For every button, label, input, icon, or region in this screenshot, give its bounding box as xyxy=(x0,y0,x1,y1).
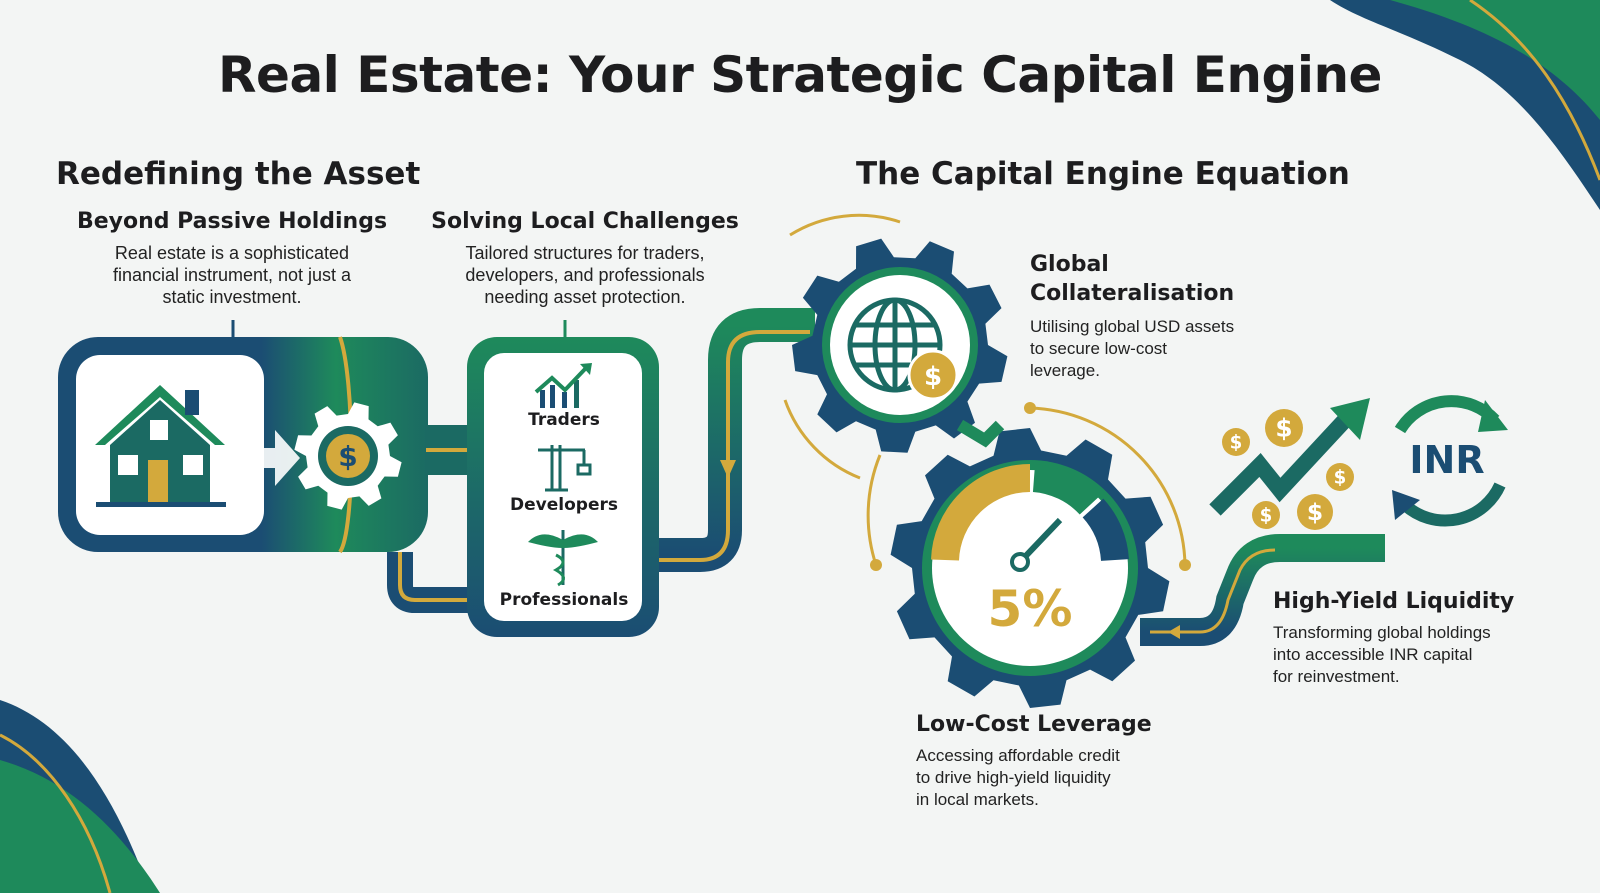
desc-line: developers, and professionals xyxy=(465,265,705,285)
coin xyxy=(1265,409,1303,447)
svg-text:$: $ xyxy=(924,362,942,392)
svg-text:$: $ xyxy=(338,440,357,473)
card-title: Beyond Passive Holdings xyxy=(76,209,388,234)
caduceus-icon xyxy=(528,530,598,587)
desc-line: Transforming global holdings xyxy=(1273,623,1491,642)
corner-wave-top-right xyxy=(1330,0,1600,210)
coin xyxy=(1326,463,1354,491)
segment-traders: Traders xyxy=(528,410,600,430)
desc-line: static investment. xyxy=(162,287,302,307)
inr-cycle-icon xyxy=(1392,395,1508,527)
card-title: Solving Local Challenges xyxy=(431,209,739,234)
block-title: Low-Cost Leverage xyxy=(916,712,1152,737)
arrow-right-icon xyxy=(218,430,300,486)
desc-line: Real estate is a sophisticated xyxy=(114,243,350,263)
gear-link xyxy=(956,419,1005,448)
segments-panel xyxy=(467,337,659,637)
dollar-sign-icon: $ xyxy=(1334,467,1347,488)
dollar-coin-icon xyxy=(907,349,959,401)
desc-line: in local markets. xyxy=(916,790,1039,809)
dollar-sign-icon: $ xyxy=(1230,432,1243,453)
section-heading-engine: The Capital Engine Equation xyxy=(856,156,1350,192)
segment-professionals: Professionals xyxy=(499,590,629,610)
dollar-coins-icon: $ $ $ $ $ xyxy=(1222,409,1354,530)
card-desc: Real estate is a sophisticated financial… xyxy=(47,242,417,308)
coin xyxy=(1297,494,1333,530)
global-gear: $ xyxy=(783,213,1008,480)
block-desc: Utilising global USD assets to secure lo… xyxy=(1030,316,1234,382)
liquidity-pipe xyxy=(1140,534,1385,646)
desc-line: Utilising global USD assets xyxy=(1030,317,1235,336)
desc-line: to drive high-yield liquidity xyxy=(916,768,1111,787)
desc-line: needing asset protection. xyxy=(484,287,686,307)
dollar-sign-icon: $ xyxy=(1260,505,1273,526)
desc-line: Accessing affordable credit xyxy=(916,746,1120,765)
leverage-gear xyxy=(866,402,1191,708)
high-yield-liquidity-block: High-Yield Liquidity Transforming global… xyxy=(1273,587,1514,688)
currency-label: INR xyxy=(1409,438,1485,482)
chart-growth-icon xyxy=(534,363,592,408)
coin xyxy=(1222,428,1250,456)
desc-line: for reinvestment. xyxy=(1273,667,1400,686)
card-local-challenges: Solving Local Challenges Tailored struct… xyxy=(400,207,770,308)
low-cost-leverage-block: Low-Cost Leverage Accessing affordable c… xyxy=(916,710,1152,811)
gauge-value: 5% xyxy=(987,580,1073,638)
dollar-sign-icon: $ xyxy=(1275,414,1292,443)
dollar-sign-icon: $ xyxy=(1307,498,1323,526)
asset-panel: $ xyxy=(58,336,428,554)
block-desc: Transforming global holdings into access… xyxy=(1273,622,1514,688)
crane-icon xyxy=(538,445,592,492)
global-collateralisation-block: Global Collateralisation Utilising globa… xyxy=(1030,250,1234,382)
block-title: Global xyxy=(1030,252,1109,277)
coin xyxy=(1252,501,1280,529)
growth-arrow-icon xyxy=(1209,398,1370,516)
card-beyond-passive: Beyond Passive Holdings Real estate is a… xyxy=(47,207,417,308)
house-icon xyxy=(95,385,226,507)
speedometer-icon xyxy=(931,464,1129,572)
desc-line: into accessible INR capital xyxy=(1273,645,1473,664)
section-heading-asset: Redefining the Asset xyxy=(56,156,421,192)
page-title: Real Estate: Your Strategic Capital Engi… xyxy=(218,46,1382,104)
desc-line: leverage. xyxy=(1030,361,1100,380)
desc-line: to secure low-cost xyxy=(1030,339,1167,358)
desc-line: financial instrument, not just a xyxy=(112,265,352,285)
pipe-connectors xyxy=(387,308,815,613)
corner-wave-bottom-left xyxy=(0,700,160,893)
desc-line: Tailored structures for traders, xyxy=(465,243,705,263)
block-title: Collateralisation xyxy=(1030,281,1235,306)
block-title: High-Yield Liquidity xyxy=(1273,589,1515,614)
card-desc: Tailored structures for traders, develop… xyxy=(400,242,770,308)
segment-developers: Developers xyxy=(510,495,618,515)
block-desc: Accessing affordable credit to drive hig… xyxy=(916,745,1152,811)
